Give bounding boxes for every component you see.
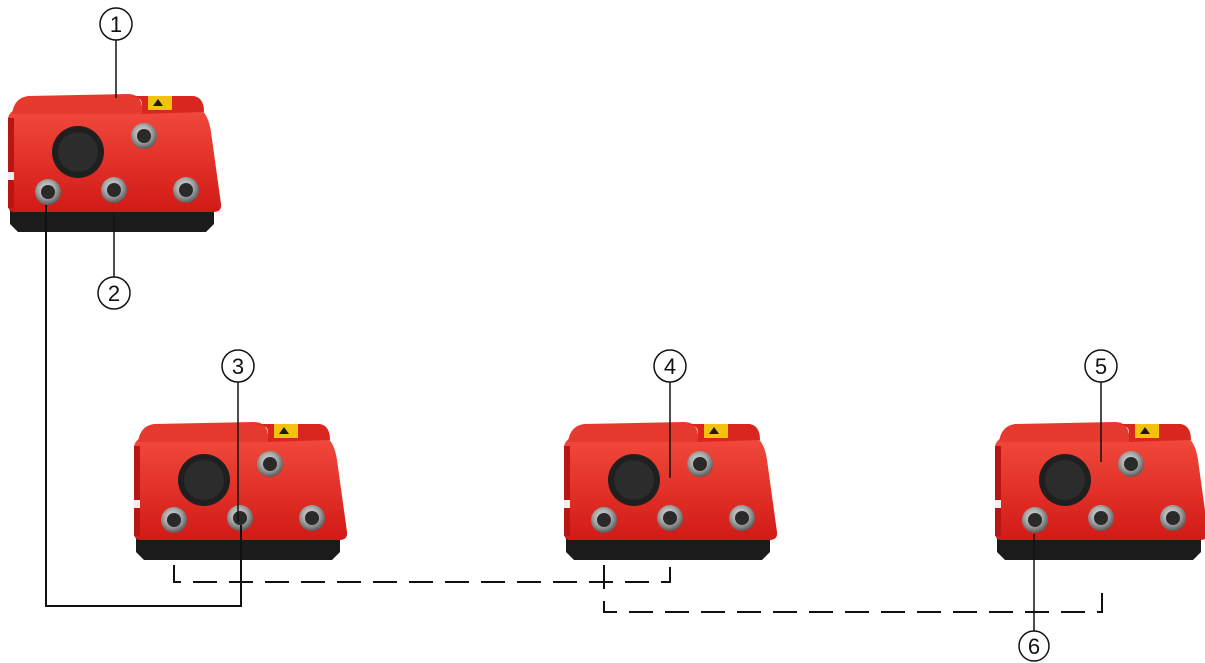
svg-text:2: 2: [108, 281, 120, 306]
callout-4: 4: [653, 349, 687, 383]
svg-text:3: 3: [232, 354, 244, 379]
svg-text:5: 5: [1095, 354, 1107, 379]
device-1: [8, 94, 222, 232]
cable-solid: [45, 205, 242, 607]
callout-3: 3: [221, 349, 255, 383]
callout-2: 2: [97, 276, 131, 310]
callout-6: 6: [1018, 630, 1050, 662]
svg-text:1: 1: [110, 12, 122, 37]
callout-5: 5: [1084, 349, 1118, 383]
cable-dashed-3-4: [173, 565, 671, 583]
callout-1: 1: [99, 7, 133, 41]
device-5: [995, 422, 1205, 560]
cable-dashed-4-5: [603, 565, 1103, 613]
svg-text:4: 4: [664, 354, 676, 379]
svg-text:6: 6: [1028, 634, 1040, 659]
